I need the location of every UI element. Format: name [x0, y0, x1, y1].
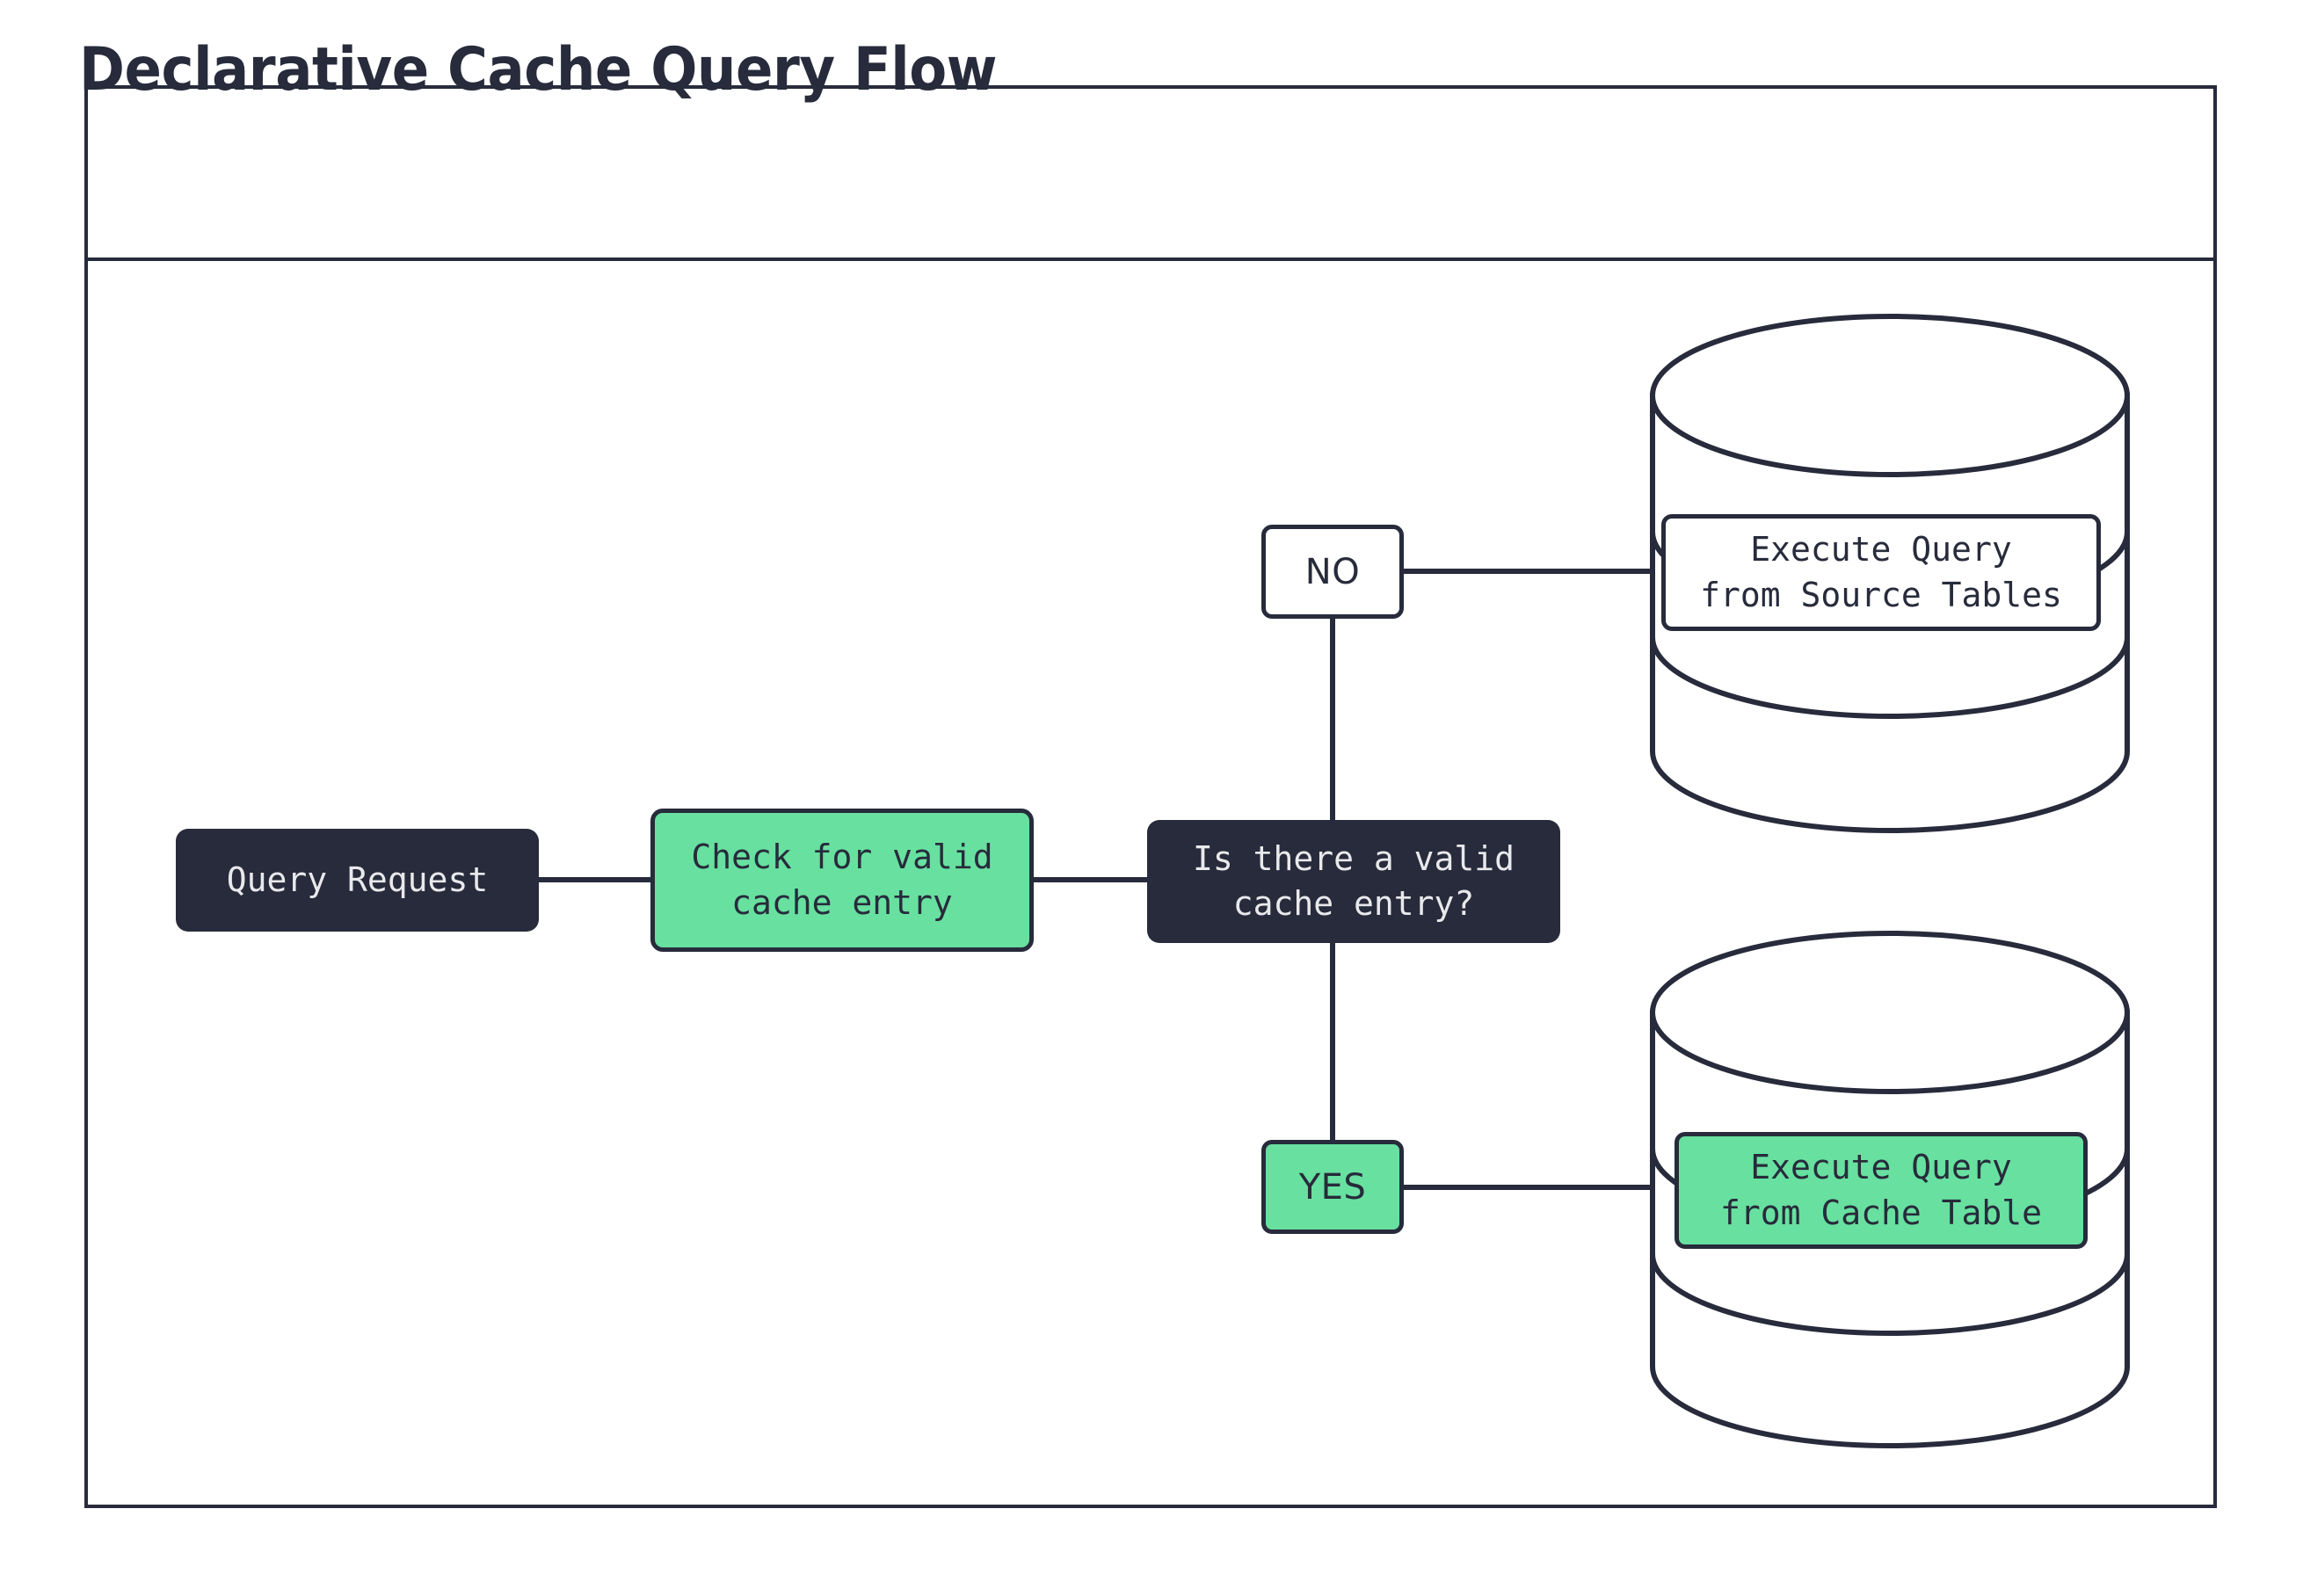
edge-label-no[interactable]: NO [1261, 525, 1404, 619]
node-execute-query-cache-table[interactable]: Execute Query from Cache Table [1675, 1132, 2088, 1249]
node-query-request[interactable]: Query Request [176, 829, 539, 932]
node-execute-query-source-tables[interactable]: Execute Query from Source Tables [1661, 514, 2101, 631]
diagram-frame [84, 85, 2217, 1508]
edge-label-yes[interactable]: YES [1261, 1140, 1404, 1234]
diagram-header [88, 89, 2213, 261]
page-title: Declarative Cache Query Flow [79, 35, 998, 105]
node-decision-valid-cache[interactable]: Is there a valid cache entry? [1147, 820, 1560, 943]
node-check-cache[interactable]: Check for valid cache entry [650, 809, 1034, 952]
